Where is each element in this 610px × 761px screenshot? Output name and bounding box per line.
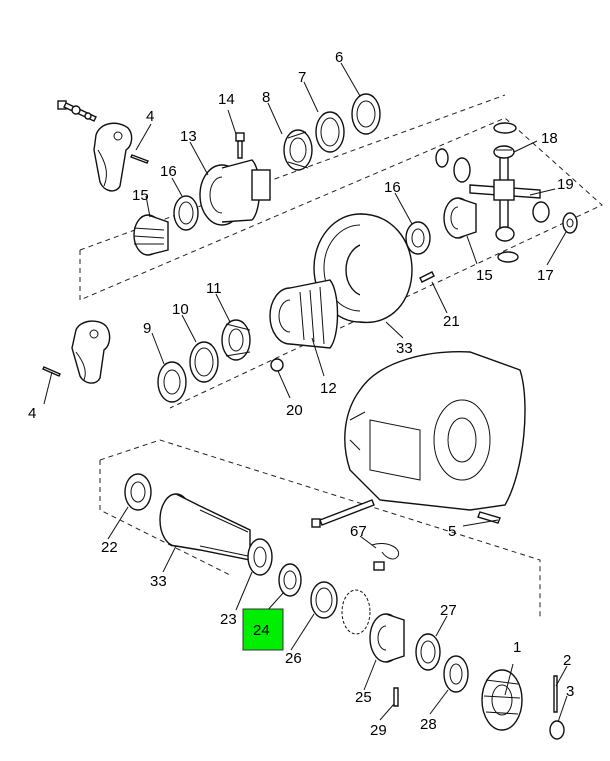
thrust-washer-top[interactable]: [493, 122, 517, 134]
callout-14[interactable]: 14: [218, 91, 235, 108]
leader-lines: [43, 62, 568, 723]
ring-gear-33-upper[interactable]: [313, 213, 413, 324]
callout-23[interactable]: 23: [220, 611, 237, 628]
callout-29[interactable]: 29: [370, 722, 387, 739]
callout-1[interactable]: 1: [513, 639, 521, 656]
callout-21[interactable]: 21: [443, 313, 460, 330]
callout-22[interactable]: 22: [101, 539, 118, 556]
callout-6[interactable]: 6: [335, 49, 343, 66]
side-gear-15-left[interactable]: [133, 214, 169, 256]
diff-case-13[interactable]: [199, 159, 271, 226]
bearing-22[interactable]: [124, 473, 152, 511]
lower-group-outline: [99, 439, 541, 620]
callout-26[interactable]: 26: [285, 650, 302, 667]
callout-33-ring-gear[interactable]: 33: [396, 340, 413, 357]
callout-16-right[interactable]: 16: [384, 179, 401, 196]
bearing-cage-25[interactable]: [369, 613, 405, 663]
gear-6[interactable]: [351, 93, 381, 135]
side-gear-15-right[interactable]: [443, 197, 477, 239]
bolt-14[interactable]: [235, 132, 245, 159]
pin-67[interactable]: [371, 542, 400, 571]
cap-bolt-upper[interactable]: [57, 100, 97, 122]
callout-2[interactable]: 2: [563, 652, 571, 669]
bearing-cap-upper[interactable]: [93, 122, 133, 192]
callout-18[interactable]: 18: [541, 130, 558, 147]
gasket[interactable]: [341, 589, 371, 635]
bolt-shaft[interactable]: [311, 499, 375, 528]
callout-12[interactable]: 12: [320, 380, 337, 397]
bolt-29[interactable]: [393, 687, 399, 707]
diff-case-12[interactable]: [269, 279, 339, 349]
washer-left-spider[interactable]: [435, 148, 449, 168]
pinion-18[interactable]: [493, 145, 515, 159]
bearing-cup-7[interactable]: [315, 111, 345, 153]
callout-15-left[interactable]: 15: [132, 187, 149, 204]
spider-19[interactable]: [469, 154, 541, 231]
callout-7[interactable]: 7: [298, 69, 306, 86]
washer-16-right[interactable]: [405, 221, 431, 255]
pinion-right-spider[interactable]: [532, 201, 550, 223]
callout-33-pinion[interactable]: 33: [150, 573, 167, 590]
bearing-cup-10[interactable]: [189, 341, 219, 383]
bearing-cone-11[interactable]: [221, 319, 251, 361]
nut-3[interactable]: [549, 720, 565, 740]
callout-17[interactable]: 17: [537, 267, 554, 284]
callout-28[interactable]: 28: [420, 716, 437, 733]
adjuster-nut-9[interactable]: [157, 361, 187, 403]
callout-24[interactable]: 24: [253, 622, 270, 639]
nut-20[interactable]: [270, 358, 284, 372]
callout-19[interactable]: 19: [557, 176, 574, 193]
bearing-cap-lower[interactable]: [71, 320, 111, 384]
bolt-21[interactable]: [419, 271, 435, 283]
bearing-cone-28[interactable]: [443, 655, 469, 693]
callout-67[interactable]: 67: [350, 523, 367, 540]
callout-10[interactable]: 10: [172, 301, 189, 318]
callout-4-upper[interactable]: 4: [146, 108, 154, 125]
callout-13[interactable]: 13: [180, 128, 197, 145]
callout-27[interactable]: 27: [440, 602, 457, 619]
callout-5[interactable]: 5: [448, 523, 456, 540]
callout-labels: 1 2 3 4 4 5 6 7 8 9 10 11 12 13 14 15 15…: [28, 49, 574, 739]
carrier-housing[interactable]: [344, 351, 526, 511]
pinion-bottom-spider[interactable]: [495, 226, 515, 242]
callout-20[interactable]: 20: [286, 402, 303, 419]
callout-25[interactable]: 25: [355, 689, 372, 706]
thrust-washer-bottom[interactable]: [497, 251, 519, 263]
cotter-pin-2[interactable]: [553, 675, 558, 713]
upper-group-outline: [79, 117, 603, 409]
pin-4-upper[interactable]: [130, 154, 149, 164]
callout-8[interactable]: 8: [262, 89, 270, 106]
callout-16-left[interactable]: 16: [160, 163, 177, 180]
callout-11[interactable]: 11: [206, 280, 222, 297]
helical-gear-1[interactable]: [481, 669, 523, 731]
highlight-box-24: [242, 608, 284, 651]
bearing-cone-23[interactable]: [247, 538, 273, 576]
bearing-cup-26[interactable]: [310, 581, 338, 619]
spacer-24[interactable]: [278, 563, 302, 597]
washer-16-left[interactable]: [173, 195, 199, 231]
bearing-cone-8[interactable]: [283, 129, 313, 171]
washer-17[interactable]: [562, 212, 578, 234]
callout-4-lower[interactable]: 4: [28, 405, 36, 422]
callout-3[interactable]: 3: [566, 683, 574, 700]
drive-pinion-33[interactable]: [159, 493, 251, 561]
pin-4-lower[interactable]: [42, 366, 61, 377]
callout-9[interactable]: 9: [143, 320, 151, 337]
callout-15-right[interactable]: 15: [476, 267, 493, 284]
bearing-cup-27[interactable]: [415, 633, 441, 671]
pinion-left-spider[interactable]: [453, 157, 471, 183]
